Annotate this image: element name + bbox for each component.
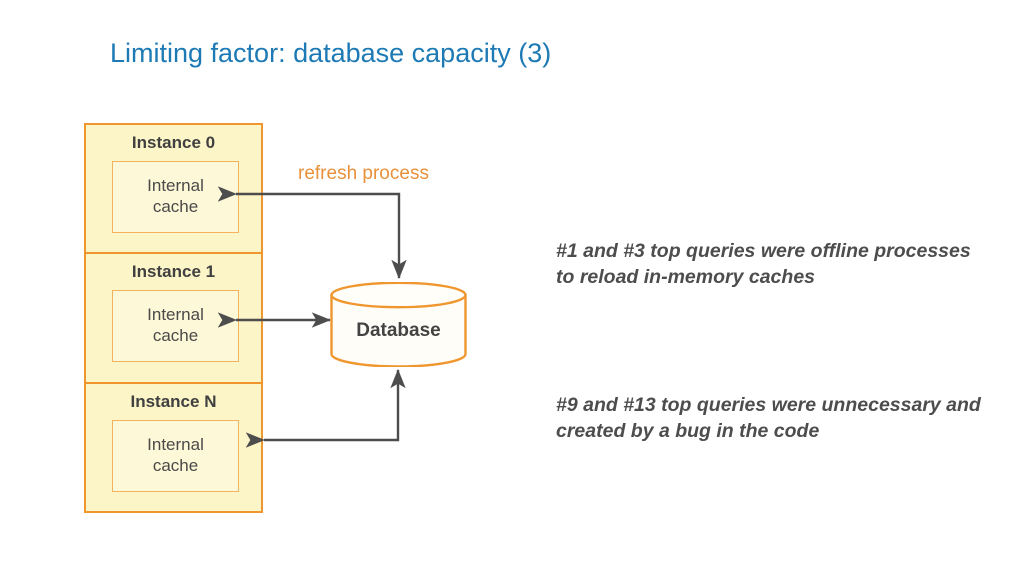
cache-label-line2-n: cache — [152, 456, 199, 475]
arrow-instance-n-to-database — [245, 369, 406, 448]
instance-stack: Instance 0 Internal cache Instance 1 Int… — [84, 123, 263, 513]
cache-label-line1-1: Internal — [147, 305, 204, 325]
page-title: Limiting factor: database capacity (3) — [110, 38, 552, 68]
note-offline-processes: #1 and #3 top queries were offline proce… — [556, 240, 971, 289]
instance-box-n[interactable]: Instance N Internal cache — [84, 383, 263, 513]
note-unnecessary-queries: #9 and #13 top queries were unnecessary … — [556, 394, 981, 443]
cache-label-line2-0: cache — [152, 197, 199, 216]
instance-box-1[interactable]: Instance 1 Internal cache — [84, 253, 263, 383]
cylinder-icon — [330, 282, 467, 367]
internal-cache-box-n[interactable]: Internal cache — [112, 420, 239, 492]
instance-label-0: Instance 0 — [131, 133, 216, 152]
instance-label-1: Instance 1 — [131, 262, 216, 281]
cache-label-line1-n: Internal — [147, 435, 204, 455]
instance-box-0[interactable]: Instance 0 Internal cache — [84, 123, 263, 253]
refresh-process-label: refresh process — [298, 163, 429, 184]
internal-cache-box-0[interactable]: Internal cache — [112, 161, 239, 233]
cache-label-line2-1: cache — [152, 326, 199, 345]
cache-label-line1-0: Internal — [147, 176, 204, 196]
database-node[interactable]: Database — [330, 282, 467, 367]
instance-label-n: Instance N — [130, 392, 217, 411]
internal-cache-box-1[interactable]: Internal cache — [112, 290, 239, 362]
